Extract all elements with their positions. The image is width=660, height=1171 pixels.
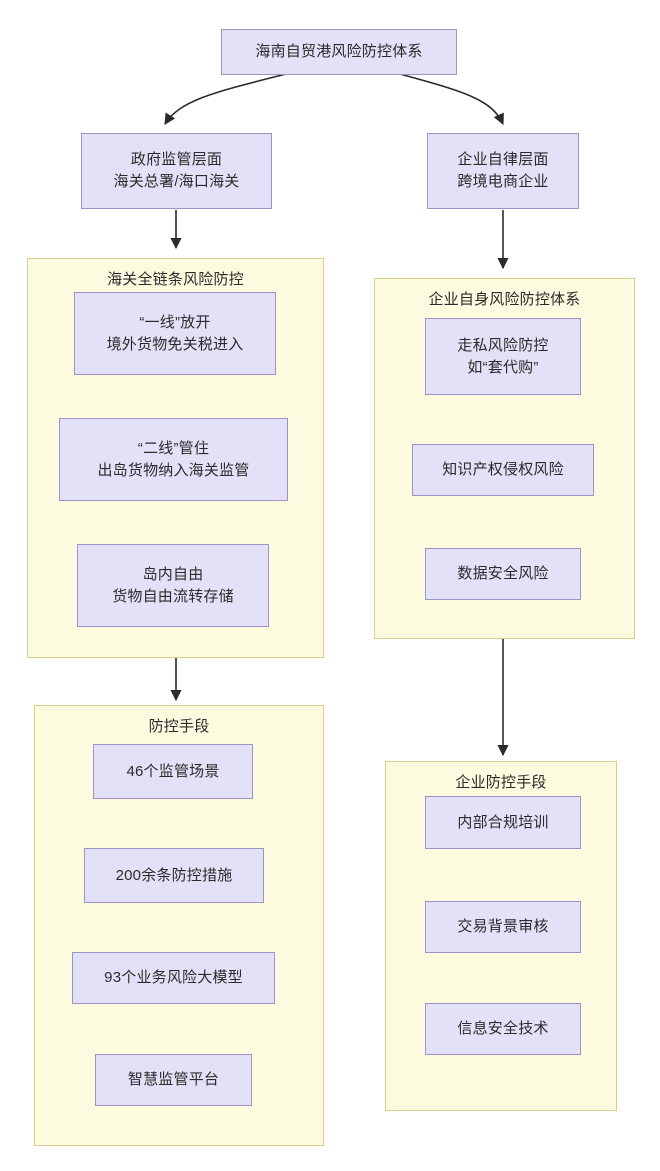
node-customs-chain-item-2-line1: “二线”管住 [137,439,210,457]
node-enterprise-measures-item-3[interactable]: 信息安全技术 [425,1003,581,1055]
node-enterprise-risk-item-2[interactable]: 知识产权侵权风险 [412,444,594,496]
group-control-measures-title: 防控手段 [148,718,210,735]
node-enterprise-risk-item-1[interactable]: 走私风险防控 如“套代购” [425,318,581,395]
edge-root-to-enterprise [399,73,504,126]
node-government-line2: 海关总署/海口海关 [113,173,240,190]
node-enterprise-measures-item-2[interactable]: 交易背景审核 [425,901,581,953]
node-enterprise-line1: 企业自律层面 [457,151,549,169]
node-customs-chain-item-1-line2: 境外货物免关税进入 [106,335,244,353]
node-root[interactable]: 海南自贸港风险防控体系 [221,29,457,75]
node-enterprise-measures-item-1-line1: 内部合规培训 [457,813,549,831]
node-control-measures-item-1[interactable]: 46个监管场景 [93,744,253,799]
node-enterprise-risk-item-3[interactable]: 数据安全风险 [425,548,581,600]
node-control-measures-item-4[interactable]: 智慧监管平台 [95,1054,252,1106]
node-government[interactable]: 政府监管层面 海关总署/海口海关 [81,133,272,209]
node-enterprise-risk-item-2-line1: 知识产权侵权风险 [442,461,564,479]
edge-root-to-government [164,73,287,125]
node-enterprise-measures-item-3-line1: 信息安全技术 [457,1020,549,1038]
node-customs-chain-item-3-line2: 货物自由流转存储 [112,587,234,605]
node-enterprise-risk-item-1-line2: 如“套代购” [467,358,539,376]
node-control-measures-item-3[interactable]: 93个业务风险大模型 [72,952,275,1004]
node-enterprise-line2: 跨境电商企业 [457,173,549,190]
node-customs-chain-item-2[interactable]: “二线”管住 出岛货物纳入海关监管 [59,418,288,501]
node-customs-chain-item-3[interactable]: 岛内自由 货物自由流转存储 [77,544,269,627]
node-enterprise-measures-item-1[interactable]: 内部合规培训 [425,796,581,849]
node-control-measures-item-1-line1: 46个监管场景 [126,762,220,780]
group-enterprise-measures-title: 企业防控手段 [455,774,547,791]
node-enterprise[interactable]: 企业自律层面 跨境电商企业 [427,133,579,209]
group-enterprise-risk-system-title: 企业自身风险防控体系 [428,291,581,308]
node-control-measures-item-4-line1: 智慧监管平台 [127,1071,220,1089]
node-control-measures-item-3-line1: 93个业务风险大模型 [104,969,243,987]
node-customs-chain-item-1-line1: “一线”放开 [139,313,211,331]
node-customs-chain-item-1[interactable]: “一线”放开 境外货物免关税进入 [74,292,276,375]
node-customs-chain-item-3-line1: 岛内自由 [142,565,204,583]
node-customs-chain-item-2-line2: 出岛货物纳入海关监管 [97,461,250,479]
group-customs-chain-title: 海关全链条风险防控 [107,271,244,288]
node-government-line1: 政府监管层面 [130,151,223,169]
node-control-measures-item-2-line1: 200余条防控措施 [115,866,233,884]
node-enterprise-measures-item-2-line1: 交易背景审核 [457,918,549,936]
node-enterprise-risk-item-3-line1: 数据安全风险 [457,565,549,583]
node-enterprise-risk-item-1-line1: 走私风险防控 [457,336,549,354]
node-root-label: 海南自贸港风险防控体系 [255,43,423,61]
node-control-measures-item-2[interactable]: 200余条防控措施 [84,848,264,903]
